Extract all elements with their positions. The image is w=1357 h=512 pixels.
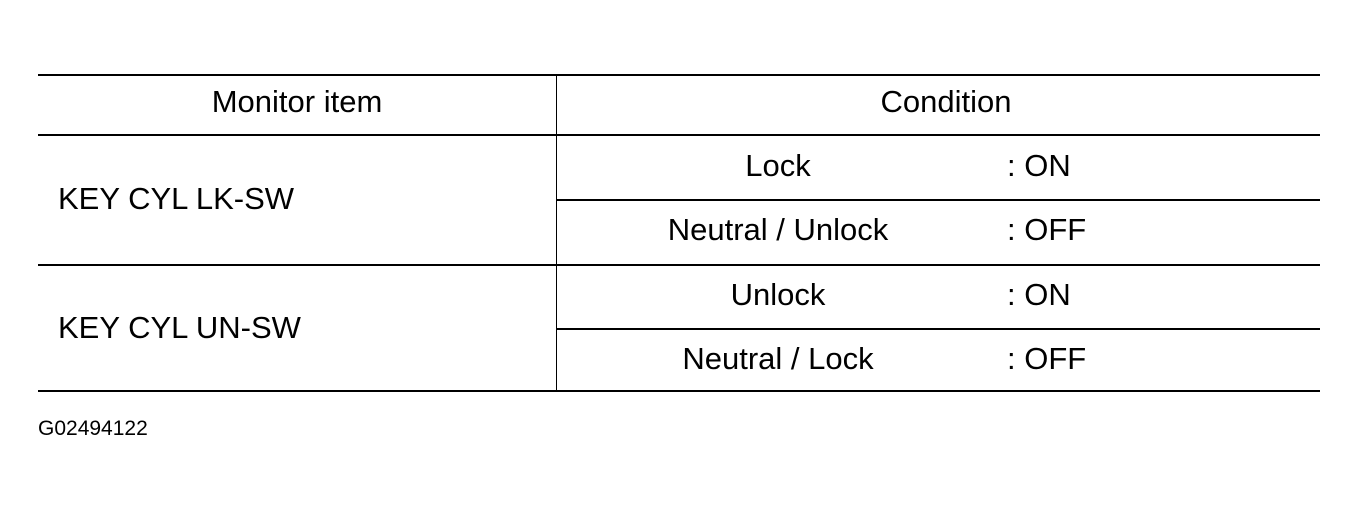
row1-monitor-item: KEY CYL LK-SW bbox=[58, 181, 295, 216]
row1-condition1-state: Lock bbox=[745, 148, 811, 183]
row2-condition1-state: Unlock bbox=[730, 277, 826, 312]
row2-condition2-value: : OFF bbox=[1007, 341, 1087, 376]
row-divider bbox=[38, 264, 1320, 266]
table-bottom-rule bbox=[38, 390, 1320, 392]
row1-condition1-value: : ON bbox=[1007, 148, 1071, 183]
row1-condition2-state: Neutral / Unlock bbox=[667, 212, 889, 247]
column-divider bbox=[556, 75, 557, 391]
row1-sub-divider bbox=[556, 199, 1320, 201]
row2-sub-divider bbox=[556, 328, 1320, 330]
table-top-rule bbox=[38, 74, 1320, 76]
header-condition: Condition bbox=[880, 84, 1012, 119]
header-bottom-rule bbox=[38, 134, 1320, 136]
row2-condition1-value: : ON bbox=[1007, 277, 1071, 312]
row1-condition2-value: : OFF bbox=[1007, 212, 1087, 247]
row2-condition2-state: Neutral / Lock bbox=[682, 341, 874, 376]
row2-monitor-item: KEY CYL UN-SW bbox=[58, 310, 301, 345]
header-monitor-item: Monitor item bbox=[211, 84, 383, 119]
figure-id: G02494122 bbox=[38, 417, 148, 440]
